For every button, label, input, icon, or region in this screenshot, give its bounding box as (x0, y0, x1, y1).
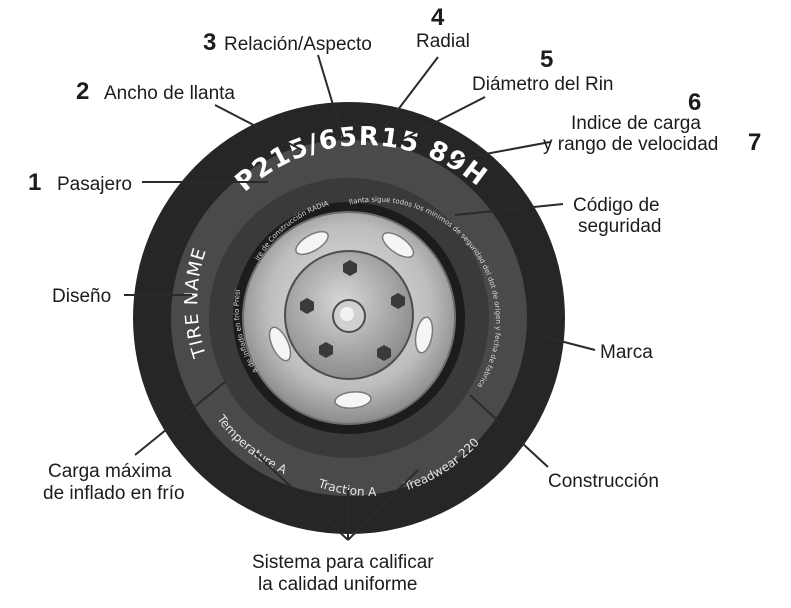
leader-carga (134, 381, 226, 456)
lug-nuts (300, 260, 405, 361)
rim-slot (295, 230, 329, 256)
leader-sistema-right (347, 469, 419, 541)
callout-label: Construcción (548, 471, 659, 492)
callout-label: y rango de velocidad (543, 134, 718, 155)
callout-ancho-de-llanta: 2 Ancho de llanta (76, 78, 235, 105)
callout-label: Marca (600, 342, 653, 363)
callout-radial: 4 Radial (416, 4, 470, 52)
callout-marca: Marca (600, 342, 653, 363)
callout-number: 1 (28, 169, 41, 196)
callout-number: 3 (203, 29, 216, 56)
callout-label: Ancho de llanta (104, 83, 235, 104)
callout-label: Diseño (52, 286, 111, 307)
callout-label: Carga máxima (48, 461, 172, 482)
lug-nut (377, 345, 391, 361)
callout-number: 7 (748, 129, 761, 156)
callout-label: Sistema para calificar (252, 552, 434, 573)
callout-label: Código de (573, 195, 660, 216)
leader-sistema-left (254, 452, 349, 541)
callout-label: Relación/Aspecto (224, 34, 372, 55)
leader-radial (374, 56, 439, 141)
callout-label: Radial (416, 31, 470, 52)
callout-carga-maxima: Carga máxima de inflado en frío (43, 461, 185, 504)
leader-relacion (317, 54, 344, 139)
callout-construccion: Construcción (548, 471, 659, 492)
callout-codigo-de-seguridad: Código de seguridad (573, 195, 661, 237)
rim-slot (268, 326, 292, 362)
callout-label: Diámetro del Rin (472, 74, 614, 95)
lug-nut (391, 293, 405, 309)
leader-marca (540, 335, 596, 351)
leader-diametro (392, 96, 486, 145)
rim-slot (414, 316, 434, 354)
callout-sistema-calidad: Sistema para calificar la calidad unifor… (252, 552, 434, 595)
rim-slot (381, 232, 415, 258)
rim-slots (268, 230, 434, 409)
callout-diametro-del-rin: 5 Diámetro del Rin (472, 46, 614, 95)
callout-label: seguridad (578, 216, 661, 237)
callout-label: la calidad uniforme (258, 574, 417, 595)
callout-label: Indice de carga (571, 113, 701, 134)
callout-number: 2 (76, 78, 89, 105)
callout-label: de inflado en frío (43, 483, 185, 504)
callout-pasajero: 1 Pasajero (28, 169, 132, 196)
rim-edge (242, 211, 456, 425)
callout-number: 4 (431, 4, 445, 31)
callout-diseno: Diseño (52, 286, 111, 307)
callout-number: 5 (540, 46, 553, 73)
lug-nut (319, 342, 333, 358)
lug-nut (300, 298, 314, 314)
callout-number: 6 (688, 89, 701, 116)
callout-relacion-aspecto: 3 Relación/Aspecto (203, 29, 372, 56)
callout-label: Pasajero (57, 174, 132, 195)
center-cap-inner (340, 307, 354, 321)
callouts: 1 Pasajero 2 Ancho de llanta 3 Relación/… (28, 4, 761, 595)
leader-codigo (454, 203, 564, 216)
lug-nut (343, 260, 357, 276)
leader-ancho (214, 104, 303, 151)
leader-indice (436, 141, 551, 164)
leader-lines (124, 54, 596, 541)
rim-slot (334, 391, 372, 409)
wheel (242, 211, 456, 425)
leader-construccion (469, 394, 549, 468)
callout-indice-de-carga: 6 Indice de carga y rango de velocidad 7 (543, 89, 761, 156)
